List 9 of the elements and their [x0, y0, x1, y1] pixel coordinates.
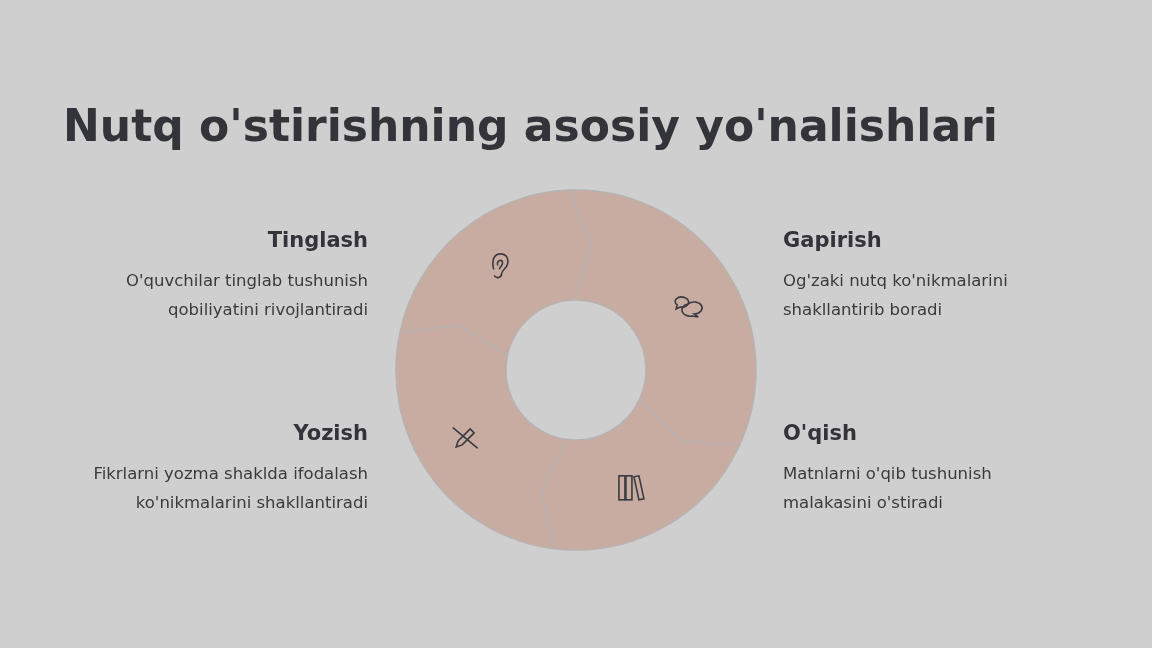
- description: O'quvchilar tinglab tushunish qobiliyatini rivojlantiradi: [125, 270, 368, 321]
- description: Matnlarni o'qib tushunish malakasini o'stiradi: [783, 463, 993, 514]
- heading: Tinglash: [267, 228, 368, 252]
- title: Nutq o'stirishning asosiy yo'nalishlari: [63, 100, 998, 151]
- heading: Gapirish: [783, 228, 882, 252]
- description: Og'zaki nutq ko'nikmalarini shakllantirib boradi: [783, 270, 1009, 321]
- description: Fikrlarni yozma shaklda ifodalash ko'nikmalarini shakllantiradi: [92, 463, 368, 514]
- heading: O'qish: [783, 421, 857, 445]
- heading: Yozish: [293, 421, 368, 445]
